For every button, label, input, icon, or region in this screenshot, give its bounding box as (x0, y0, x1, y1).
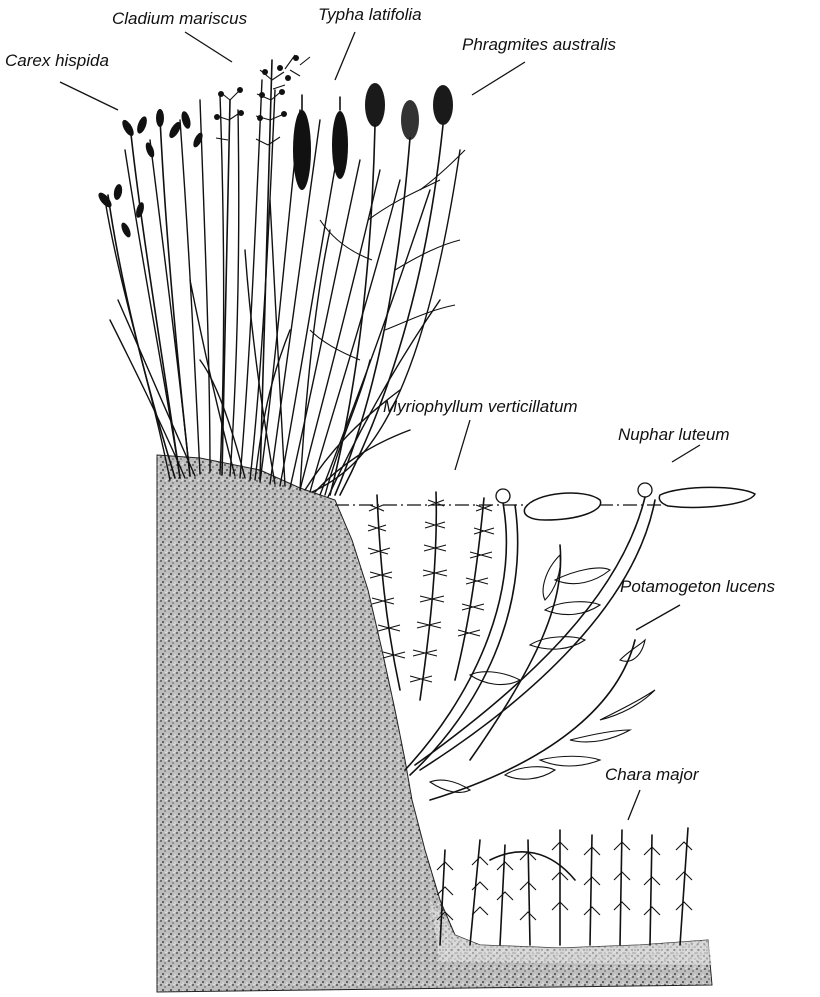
leader-chara (628, 790, 640, 820)
nuphar-plants (405, 483, 755, 775)
chara-plants (437, 828, 692, 945)
leader-nuphar (672, 445, 700, 462)
label-myriophyllum-verticillatum: Myriophyllum verticillatum (383, 397, 578, 416)
leader-phragmites (472, 62, 525, 95)
emergent-reed-belt (96, 55, 465, 497)
leader-potamogeton (636, 605, 680, 630)
label-nuphar-luteum: Nuphar luteum (618, 425, 730, 444)
leader-typha (335, 32, 355, 80)
label-phragmites-australis: Phragmites australis (462, 35, 617, 54)
leader-carex (60, 82, 118, 110)
label-potamogeton-lucens: Potamogeton lucens (620, 577, 775, 596)
leader-myriophyllum (455, 420, 470, 470)
label-cladium-mariscus: Cladium mariscus (112, 9, 248, 28)
label-chara-major: Chara major (605, 765, 700, 784)
leader-cladium (185, 32, 232, 62)
soil-bank (157, 455, 712, 992)
label-carex-hispida: Carex hispida (5, 51, 109, 70)
label-typha-latifolia: Typha latifolia (318, 5, 422, 24)
species-labels: Carex hispida Cladium mariscus Typha lat… (5, 5, 775, 784)
